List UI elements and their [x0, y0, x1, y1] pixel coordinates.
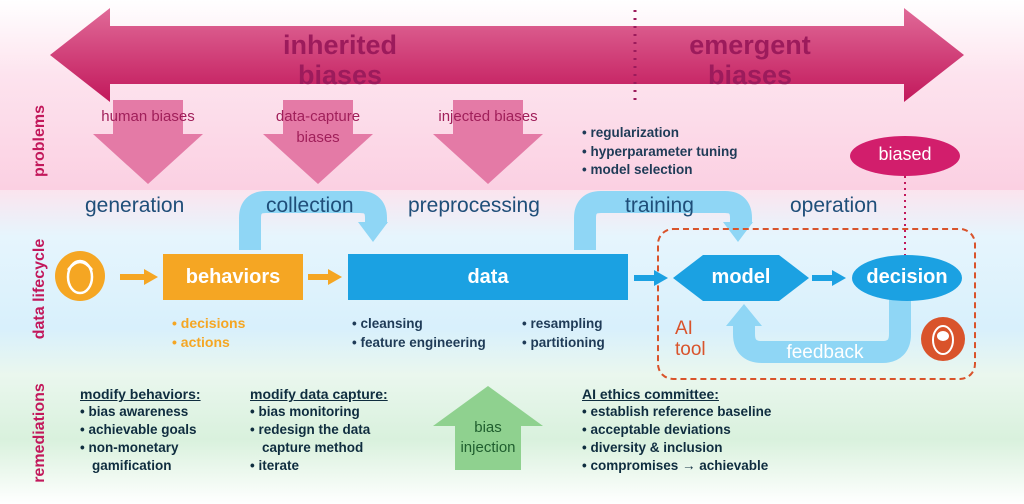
bias-banner-arrow	[50, 8, 964, 103]
list-item: • compromises → achievable	[582, 458, 769, 473]
data-processing-list-left: • cleansing • feature engineering	[352, 314, 486, 352]
list-item: • bias monitoring	[250, 404, 360, 419]
list-item: • achievable goals	[80, 422, 197, 437]
list-item: • actions	[172, 334, 230, 350]
emergent-biases-label: emergent biases	[689, 30, 811, 90]
remediation-list-behaviors: • bias awareness • achievable goals • no…	[80, 403, 222, 475]
list-item: • decisions	[172, 315, 246, 331]
list-item: • model selection	[582, 162, 693, 177]
biased-label: biased	[878, 144, 932, 164]
person-head-icon	[55, 251, 105, 301]
data-processing-list-right: • resampling • partitioning	[522, 314, 605, 352]
stage-collection: collection	[266, 194, 354, 217]
ai-tool-boundary	[657, 228, 976, 380]
behaviors-list: • decisions • actions	[172, 314, 245, 352]
list-item: • establish reference baseline	[582, 404, 772, 419]
remediation-list-committee: • establish reference baseline • accepta…	[582, 403, 771, 475]
remediation-title-capture: modify data capture:	[250, 386, 388, 402]
decision-node	[852, 255, 962, 301]
row-label-problems: problems	[31, 105, 48, 178]
row-label-lifecycle: data lifecycle	[31, 238, 48, 340]
source-label-human: human biases	[101, 108, 195, 125]
list-item: • regularization	[582, 125, 679, 140]
list-item: • non-monetary gamification	[80, 440, 179, 473]
list-item: • acceptable deviations	[582, 422, 731, 437]
list-item: • partitioning	[522, 335, 605, 350]
source-label-injected: injected biases	[438, 108, 538, 125]
training-arc-arrow	[574, 191, 753, 250]
list-item: • resampling	[522, 316, 603, 331]
list-item: • iterate	[250, 458, 300, 473]
row-label-remediations: remediations	[31, 383, 48, 483]
arrow-behaviors-to-data	[308, 269, 342, 285]
arrow-model-to-decision	[812, 270, 846, 286]
bias-injection-label: bias injection	[460, 419, 516, 456]
data-node	[348, 254, 628, 300]
list-item: • bias awareness	[80, 404, 189, 419]
inherited-biases-label: inherited biases	[282, 30, 397, 90]
behaviors-node	[163, 254, 303, 300]
model-label: model	[711, 266, 771, 288]
collection-arc-arrow	[239, 191, 388, 250]
remediation-title-committee: AI ethics committee:	[582, 386, 719, 402]
biased-connector	[904, 170, 906, 258]
stage-preprocessing: preprocessing	[408, 194, 540, 217]
stage-generation: generation	[85, 194, 185, 217]
remediation-list-capture: • bias monitoring • redesign the data ca…	[250, 403, 412, 475]
remediation-title-behaviors: modify behaviors:	[80, 386, 201, 402]
training-options-list: • regularization • hyperparameter tuning…	[582, 124, 738, 180]
arrow-data-to-model	[634, 270, 668, 286]
model-node	[673, 255, 809, 301]
source-label-data-capture: data-capture biases	[275, 108, 361, 146]
list-item: • diversity & inclusion	[582, 440, 723, 455]
stage-operation: operation	[790, 194, 878, 217]
data-label: data	[467, 266, 509, 288]
feedback-label: feedback	[786, 342, 864, 363]
list-item: • redesign the data capture method	[250, 422, 371, 455]
data-capture-biases-arrow	[263, 100, 373, 184]
list-item: • feature engineering	[352, 335, 486, 350]
stage-training: training	[625, 194, 694, 217]
human-biases-arrow	[93, 100, 203, 184]
ai-brain-head-icon	[921, 317, 965, 361]
injected-biases-arrow	[433, 100, 543, 184]
arrow-person-to-behaviors	[120, 269, 158, 285]
behaviors-label: behaviors	[185, 266, 281, 288]
feedback-loop-arrow	[726, 296, 911, 363]
ai-tool-label: AI tool	[675, 318, 706, 360]
decision-label: decision	[866, 266, 948, 288]
biased-badge	[850, 136, 960, 176]
list-item: • cleansing	[352, 316, 423, 331]
bias-injection-arrow	[433, 386, 543, 470]
list-item: • hyperparameter tuning	[582, 143, 738, 159]
